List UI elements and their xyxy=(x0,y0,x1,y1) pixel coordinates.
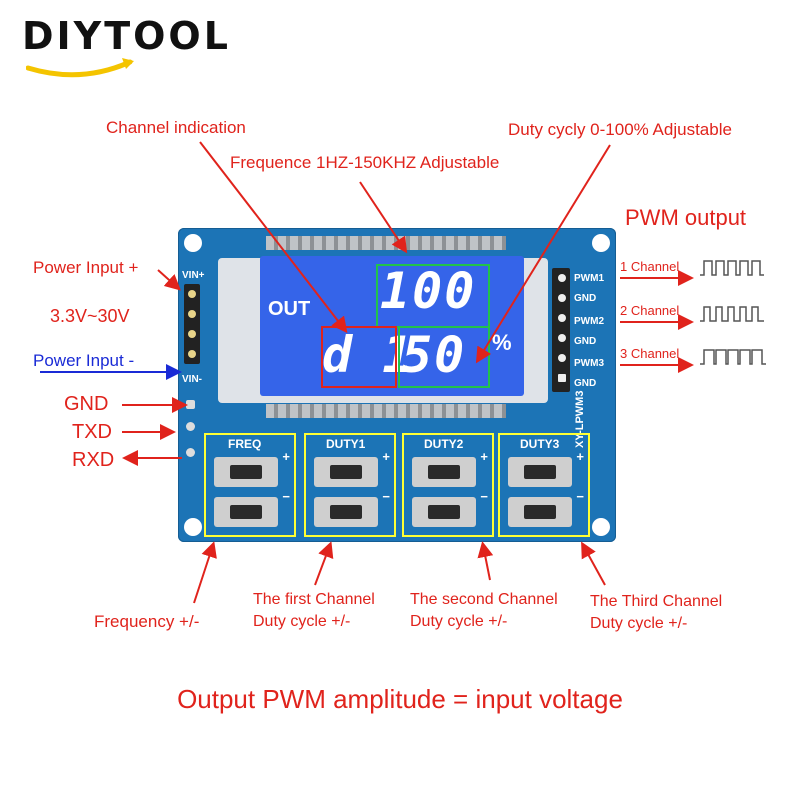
vin-minus-silk: VIN- xyxy=(182,374,202,385)
duty2-button-group: DUTY2 + − xyxy=(402,433,494,537)
lcd-percent: % xyxy=(492,330,512,355)
channel-indication-label: Channel indication xyxy=(106,118,246,137)
channel-highlight xyxy=(321,326,397,388)
freq-button-group: FREQ + − xyxy=(204,433,296,537)
arrow xyxy=(475,144,611,364)
ch2-desc-line1: The second Channel xyxy=(410,591,558,608)
plus-silk: + xyxy=(382,449,390,464)
ch3-desc-line2: Duty cycle +/- xyxy=(590,615,688,632)
pin-pwm1: PWM1 xyxy=(574,273,604,284)
freq-silk: FREQ xyxy=(228,437,262,451)
lcd-channel-value: d 1 xyxy=(322,326,413,384)
duty1-silk: DUTY1 xyxy=(326,437,366,451)
footer-note: Output PWM amplitude = input voltage xyxy=(177,684,623,714)
duty3-silk: DUTY3 xyxy=(520,437,560,451)
minus-silk: − xyxy=(480,489,488,504)
minus-silk: − xyxy=(282,489,290,504)
brand-logo: DIYTOOL xyxy=(22,14,231,58)
arrow xyxy=(193,541,217,604)
duty2-silk: DUTY2 xyxy=(424,437,464,451)
power-plus-label: Power Input + xyxy=(33,258,139,277)
pwm-output-label: PWM output xyxy=(625,205,747,230)
duty2-minus-button[interactable] xyxy=(412,497,476,527)
pin-gnd1: GND xyxy=(574,293,597,304)
duty1-minus-button[interactable] xyxy=(314,497,378,527)
lcd-frequency-value: 100 xyxy=(380,262,477,320)
arrow xyxy=(477,541,494,581)
duty2-plus-button[interactable] xyxy=(412,457,476,487)
lcd-top-pins xyxy=(266,236,506,250)
ch3-desc-line1: The Third Channel xyxy=(590,593,723,610)
pin-gnd3: GND xyxy=(574,378,597,389)
mount-hole xyxy=(592,518,610,536)
pin-gnd2: GND xyxy=(574,336,597,347)
lcd-duty-value: 50 xyxy=(402,326,467,384)
arrow xyxy=(199,141,348,334)
channel1-label: 1 Channel xyxy=(620,259,680,274)
mount-hole xyxy=(184,234,202,252)
lcd-out-text: OUT xyxy=(268,298,311,320)
mount-hole xyxy=(592,234,610,252)
duty3-plus-button[interactable] xyxy=(508,457,572,487)
waveform xyxy=(700,260,764,276)
gnd-label: GND xyxy=(64,393,109,415)
voltage-label: 3.3V~30V xyxy=(50,306,130,326)
lcd-bottom-pins xyxy=(266,404,506,418)
plus-silk: + xyxy=(282,449,290,464)
vin-plus-silk: VIN+ xyxy=(182,270,205,281)
arrow xyxy=(314,541,334,586)
channel3-label: 3 Channel xyxy=(620,346,680,361)
freq-minus-button[interactable] xyxy=(214,497,278,527)
duty3-minus-button[interactable] xyxy=(508,497,572,527)
minus-silk: − xyxy=(382,489,390,504)
minus-silk: − xyxy=(576,489,584,504)
pin-pwm2: PWM2 xyxy=(574,316,604,327)
duty1-plus-button[interactable] xyxy=(314,457,378,487)
arrow xyxy=(157,269,181,291)
channel2-label: 2 Channel xyxy=(620,303,680,318)
arrow xyxy=(581,541,606,586)
waveform xyxy=(700,306,764,322)
ch2-desc-line2: Duty cycle +/- xyxy=(410,613,508,630)
duty1-button-group: DUTY1 + − xyxy=(304,433,396,537)
power-minus-label: Power Input - xyxy=(33,351,135,370)
frequency-range-label: Frequence 1HZ-150KHZ Adjustable xyxy=(230,153,500,172)
pin-pwm3: PWM3 xyxy=(574,358,604,369)
rxd-pad xyxy=(186,448,195,457)
power-header xyxy=(184,284,200,364)
ch1-desc-line1: The first Channel xyxy=(253,591,375,608)
frequency-button-desc: Frequency +/- xyxy=(94,612,200,631)
plus-silk: + xyxy=(480,449,488,464)
freq-plus-button[interactable] xyxy=(214,457,278,487)
arrow xyxy=(359,181,408,254)
txd-pad xyxy=(186,422,195,431)
duty3-button-group: DUTY3 + − xyxy=(498,433,590,537)
ch1-desc-line2: Duty cycle +/- xyxy=(253,613,351,630)
plus-silk: + xyxy=(576,449,584,464)
duty-range-label: Duty cycly 0-100% Adjustable xyxy=(508,120,732,139)
pcb-board: VIN+ VIN- OUT 100 d 1 50 % PWM1 GND PWM2… xyxy=(178,228,616,542)
gnd-pad xyxy=(186,400,195,409)
brand-swoosh-icon xyxy=(26,58,134,78)
txd-label: TXD xyxy=(72,421,112,443)
rxd-label: RXD xyxy=(72,449,115,471)
waveform xyxy=(700,349,766,365)
mount-hole xyxy=(184,518,202,536)
